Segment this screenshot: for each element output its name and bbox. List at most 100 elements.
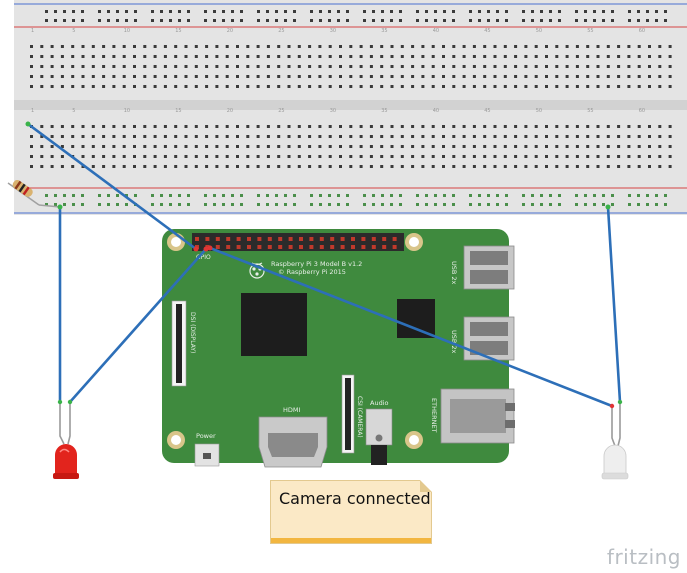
fritzing-logo: fritzing — [606, 545, 681, 569]
gpio-pin — [299, 237, 303, 241]
breadboard-hole — [452, 155, 456, 158]
breadboard-hole — [318, 135, 322, 138]
breadboard-hole — [637, 194, 640, 197]
breadboard-hole — [505, 10, 508, 13]
breadboard-hole — [256, 135, 260, 138]
breadboard-hole — [442, 165, 445, 168]
breadboard-hole — [628, 203, 631, 206]
red-led — [53, 399, 79, 479]
breadboard-hole — [163, 75, 167, 78]
breadboard-hole — [611, 203, 614, 206]
breadboard-hole — [151, 203, 154, 206]
breadboard-hole — [40, 75, 44, 78]
breadboard-hole — [575, 203, 578, 206]
breadboard-hole — [390, 19, 393, 22]
breadboard-hole — [163, 65, 167, 68]
breadboard-hole — [462, 155, 466, 158]
breadboard-hole — [390, 85, 394, 88]
breadboard-hole — [411, 85, 415, 88]
breadboard-hole — [637, 75, 641, 78]
breadboard-hole — [611, 19, 614, 22]
breadboard-hole — [452, 10, 455, 13]
breadboard-hole — [534, 65, 538, 68]
breadboard-hole — [549, 19, 552, 22]
breadboard-hole — [60, 145, 64, 148]
breadboard-hole — [225, 65, 229, 68]
breadboard-hole — [558, 194, 561, 197]
breadboard-hole — [664, 194, 667, 197]
breadboard-hole — [297, 155, 301, 158]
gpio-pin — [288, 245, 293, 249]
breadboard-hole — [72, 203, 75, 206]
breadboard-hole — [658, 155, 662, 158]
breadboard-hole — [287, 55, 291, 58]
breadboard-hole — [503, 45, 507, 48]
breadboard-hole — [452, 125, 456, 128]
breadboard-hole — [369, 125, 373, 128]
breadboard-hole — [359, 85, 363, 88]
gpio-pin — [247, 237, 251, 241]
breadboard-hole — [328, 75, 332, 78]
breadboard-hole — [658, 125, 662, 128]
breadboard-hole — [545, 45, 548, 48]
breadboard-hole — [112, 135, 116, 138]
breadboard-hole — [545, 155, 548, 158]
breadboard-hole — [534, 55, 538, 58]
breadboard-hole — [411, 125, 415, 128]
breadboard-hole — [637, 155, 641, 158]
breadboard-hole — [349, 135, 353, 138]
breadboard-hole — [54, 19, 57, 22]
breadboard-hole — [215, 165, 219, 168]
lan-chip — [397, 299, 435, 338]
breadboard-hole — [399, 203, 402, 206]
breadboard-hole — [163, 155, 167, 158]
breadboard-hole — [143, 85, 147, 88]
breadboard-hole — [627, 125, 631, 128]
breadboard-hole — [637, 19, 640, 22]
breadboard-hole — [372, 194, 375, 197]
breadboard-hole — [349, 75, 353, 78]
breadboard-hole — [443, 203, 446, 206]
breadboard-hole — [98, 10, 101, 13]
breadboard-hole — [586, 165, 590, 168]
column-number: 35 — [381, 28, 387, 34]
breadboard-hole — [472, 65, 476, 68]
breadboard-hole — [98, 203, 101, 206]
breadboard-hole — [163, 165, 167, 168]
breadboard-hole — [174, 45, 178, 48]
breadboard-hole — [478, 19, 481, 22]
breadboard-hole — [30, 85, 33, 88]
breadboard-hole — [122, 135, 126, 138]
breadboard-hole — [215, 65, 219, 68]
breadboard-hole — [514, 155, 518, 158]
breadboard-hole — [122, 165, 126, 168]
breadboard-hole — [40, 65, 44, 68]
breadboard-hole — [390, 10, 393, 13]
breadboard-hole — [246, 155, 250, 158]
breadboard-hole — [505, 194, 508, 197]
breadboard-hole — [346, 19, 349, 22]
breadboard-hole — [472, 145, 476, 148]
breadboard-hole — [472, 155, 476, 158]
breadboard-hole — [411, 155, 415, 158]
breadboard-hole — [452, 194, 455, 197]
breadboard-hole — [287, 155, 291, 158]
breadboard-hole — [472, 125, 476, 128]
breadboard-hole — [390, 135, 394, 138]
breadboard-hole — [575, 85, 579, 88]
breadboard-hole — [575, 10, 578, 13]
gpio-pin — [382, 245, 387, 249]
breadboard-hole — [514, 135, 518, 138]
breadboard-hole — [266, 19, 269, 22]
breadboard-hole — [205, 75, 209, 78]
breadboard-hole — [493, 55, 497, 58]
breadboard-hole — [40, 45, 44, 48]
breadboard-hole — [122, 55, 126, 58]
white-led-body — [603, 444, 627, 478]
breadboard-hole — [359, 135, 363, 138]
breadboard-hole — [297, 55, 301, 58]
breadboard-hole — [346, 194, 349, 197]
column-number: 40 — [433, 28, 439, 34]
breadboard-hole — [40, 135, 44, 138]
breadboard-hole — [593, 203, 596, 206]
